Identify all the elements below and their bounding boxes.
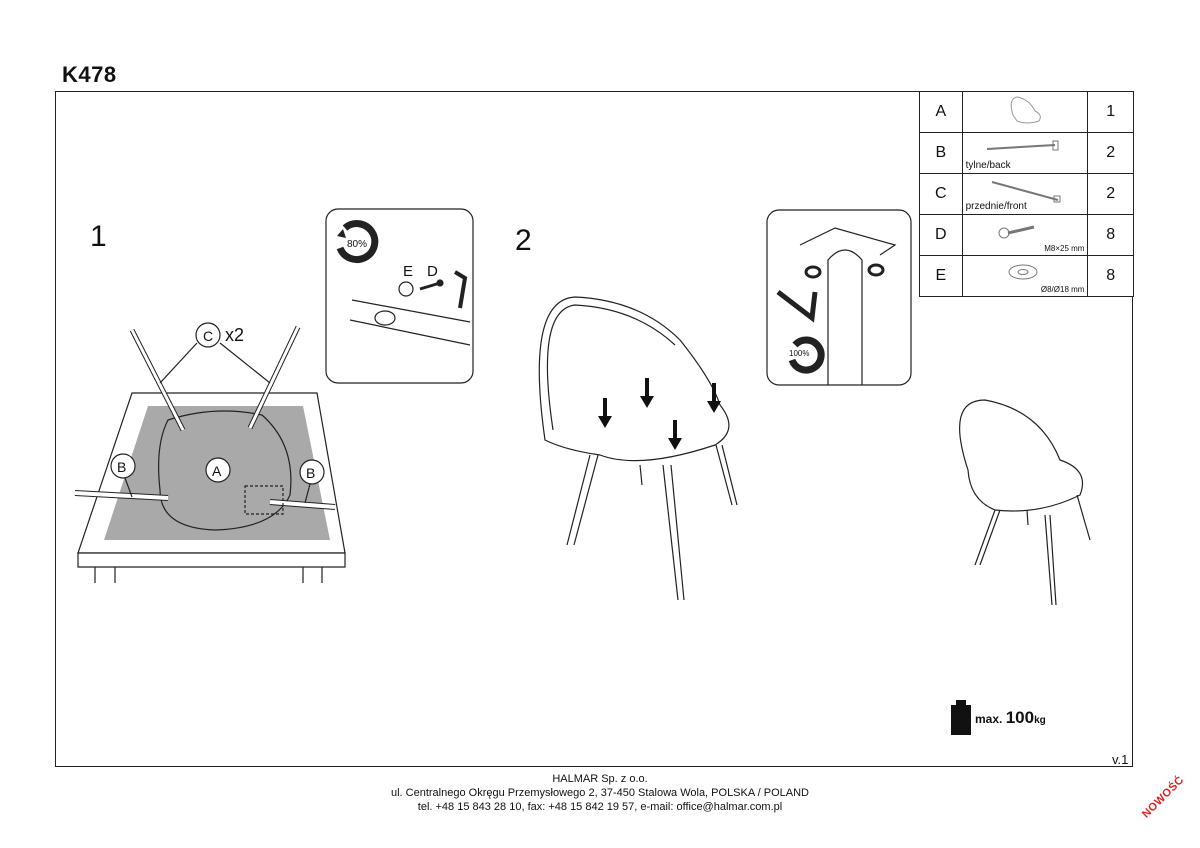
footer: HALMAR Sp. z o.o. ul. Centralnego Okręgu… [0, 772, 1200, 814]
step2-illustration [538, 296, 738, 601]
part-label: przednie/front [965, 201, 1027, 212]
callout-b-left: B [117, 459, 126, 475]
part-row-a: A 1 [919, 91, 1134, 133]
front-leg-icon [991, 181, 1061, 203]
press-arrows [598, 378, 721, 450]
step1-inset [325, 208, 474, 384]
part-label: tylne/back [965, 160, 1011, 171]
part-qty: 8 [1087, 255, 1134, 297]
part-spec: M8×25 mm [1044, 244, 1085, 253]
part-letter: C [919, 173, 963, 215]
tighten-80-label: 80% [347, 239, 367, 250]
inset-e-label: E [403, 263, 413, 280]
parts-table: A 1 B tylne/back 2 C przednie/front 2 D … [919, 91, 1134, 297]
part-row-d: D M8×25 mm 8 [919, 214, 1134, 256]
part-letter: E [919, 255, 963, 297]
model-title: K478 [62, 62, 117, 87]
part-letter: A [919, 91, 963, 133]
washer-icon [1008, 264, 1038, 280]
back-leg-icon [986, 140, 1059, 151]
seat-shell-icon [961, 91, 1089, 133]
max-load-prefix: max. [975, 712, 1003, 726]
part-row-e: E Ø8/Ø18 mm 8 [919, 255, 1134, 297]
part-qty: 2 [1087, 173, 1134, 215]
part-letter: B [919, 132, 963, 174]
instruction-frame [55, 91, 1133, 767]
footer-contact: tel. +48 15 843 28 10, fax: +48 15 842 1… [417, 801, 783, 813]
version-label: v.1 [1112, 752, 1129, 767]
callout-c-qty: x2 [225, 325, 244, 345]
part-qty: 2 [1087, 132, 1134, 174]
tighten-100-label: 100% [789, 349, 809, 358]
inset-d-label: D [427, 263, 438, 280]
weight-icon [951, 700, 971, 735]
part-letter: D [919, 214, 963, 256]
step-2-number: 2 [515, 224, 532, 257]
footer-company: HALMAR Sp. z o.o. [552, 773, 648, 785]
part-row-c: C przednie/front 2 [919, 173, 1134, 215]
finished-chair-preview [959, 399, 1091, 606]
max-load-value: 100 [1005, 708, 1035, 727]
max-load-unit: kg [1034, 715, 1046, 726]
callout-a: A [212, 463, 222, 479]
step1-illustration [74, 322, 346, 583]
max-load: max. 100kg [975, 708, 1046, 728]
callout-c: C [203, 328, 213, 344]
step2-inset [766, 209, 912, 386]
footer-address: ul. Centralnego Okręgu Przemysłowego 2, … [390, 787, 809, 799]
part-qty: 1 [1087, 91, 1134, 133]
step-1-number: 1 [90, 220, 107, 253]
part-spec: Ø8/Ø18 mm [1040, 285, 1085, 294]
callout-b-right: B [306, 465, 315, 481]
part-row-b: B tylne/back 2 [919, 132, 1134, 174]
part-qty: 8 [1087, 214, 1134, 256]
bolt-icon [998, 225, 1034, 239]
